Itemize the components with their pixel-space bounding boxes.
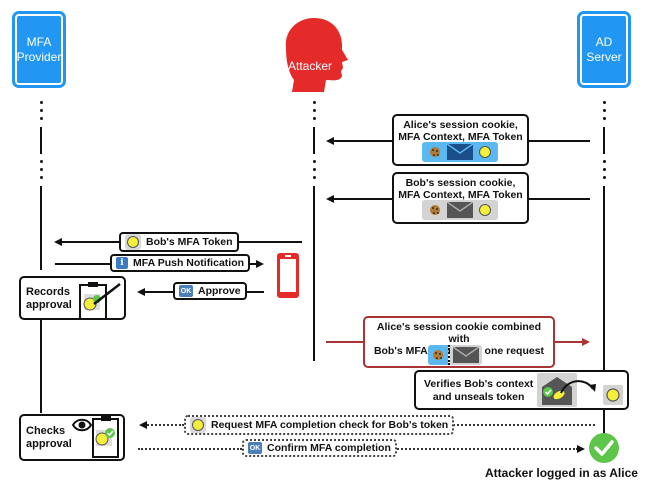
success-check-icon — [588, 432, 620, 469]
arrowhead-left — [139, 421, 147, 429]
arrow-line — [55, 263, 111, 265]
bob-bundle-line1: Bob's session cookie, — [405, 177, 516, 189]
dotted-arrow-line — [138, 448, 242, 450]
cookie-icon — [426, 142, 444, 162]
info-icon: i — [116, 257, 128, 269]
eye-icon — [71, 418, 93, 437]
verify-line1: Verifies Bob's context — [424, 378, 534, 390]
records-approval-note — [19, 276, 126, 320]
checks-line2: approval — [26, 438, 72, 450]
alice-bundle-line2: MFA Context, MFA Token — [398, 131, 523, 143]
token-coin-icon — [479, 204, 491, 216]
request-check-message: Request MFA completion check for Bob's t… — [184, 415, 455, 435]
arrow-line — [326, 341, 364, 343]
arrow-line — [58, 241, 120, 243]
arrowhead-right — [582, 338, 590, 346]
token-coin-icon — [479, 146, 491, 158]
clipboard-check-icon — [91, 414, 121, 465]
lifeline-dots — [603, 101, 606, 125]
dotted-arrow-line — [386, 448, 578, 450]
attacker-lifeline — [313, 127, 315, 154]
ok-icon: OK — [248, 442, 262, 454]
arrow-line — [224, 241, 302, 243]
arrow-line — [234, 291, 264, 293]
arrowhead-right — [256, 260, 264, 268]
records-line1: Records — [26, 286, 71, 298]
mfa-lifeline — [40, 127, 42, 154]
alice-bundle-line1: Alice's session cookie, — [403, 119, 518, 131]
attacker-label: Attacker — [288, 59, 333, 73]
envelope-icon — [447, 144, 473, 160]
lifeline-dots — [313, 160, 316, 184]
request-check-label: Request MFA completion check for Bob's t… — [211, 419, 449, 431]
bob-credentials-strip — [422, 200, 498, 220]
ad-lifeline — [603, 186, 605, 370]
arrowhead-left — [54, 238, 62, 246]
attacker-head-icon — [285, 18, 348, 92]
bob-mfa-token-label: Bob's MFA Token — [146, 236, 233, 248]
checks-line1: Checks — [26, 425, 66, 437]
arrowhead-right — [577, 445, 585, 453]
attacker-lifeline — [313, 186, 315, 361]
clipboard-pen-icon — [78, 280, 123, 325]
combined-line1: Alice's session cookie combined with — [376, 321, 542, 345]
approve-message: OK Approve — [173, 282, 247, 300]
ad-lifeline — [603, 127, 605, 154]
arrow-line — [528, 198, 590, 200]
phone-icon — [277, 253, 299, 298]
bob-mfa-token-message: Bob's MFA Token — [119, 232, 239, 252]
ad-lifeline — [603, 408, 605, 436]
push-notification-label: MFA Push Notification — [133, 257, 245, 269]
lifeline-dots — [40, 101, 43, 125]
final-result-text: Attacker logged in as Alice — [485, 466, 638, 480]
dotted-arrow-line — [144, 424, 184, 426]
arrow-line — [554, 341, 584, 343]
mfa-provider-label-line1: MFA — [26, 34, 52, 49]
confirm-completion-message: OK Confirm MFA completion — [242, 439, 397, 457]
ok-icon: OK — [179, 285, 193, 297]
arrowhead-left — [326, 137, 334, 145]
token-coin-icon — [192, 419, 204, 431]
mfa-provider-label-line2: Provider — [16, 49, 62, 64]
combined-credentials-strip — [428, 345, 482, 365]
envelope-icon — [453, 347, 479, 363]
arrow-line — [330, 198, 392, 200]
bob-bundle-line2: MFA Context, MFA Token — [398, 189, 523, 201]
token-coin-icon — [127, 236, 139, 248]
cookie-icon — [426, 200, 444, 220]
ad-server-label-line1: AD — [595, 34, 613, 49]
approve-label: Approve — [198, 285, 241, 297]
bob-bundle-message: Bob's session cookie, MFA Context, MFA T… — [392, 172, 529, 224]
confirm-completion-label: Confirm MFA completion — [267, 442, 391, 454]
arrowhead-left — [326, 195, 334, 203]
lifeline-dots — [40, 160, 43, 184]
actor-attacker: Attacker — [278, 14, 350, 92]
lifeline-dots — [313, 101, 316, 125]
ad-server-label-line2: Server — [586, 49, 622, 64]
arrowhead-left — [137, 288, 145, 296]
verify-line2: and unseals token — [432, 391, 525, 403]
mfa-lifeline — [40, 318, 42, 413]
verify-context-note — [414, 370, 629, 410]
cookie-icon — [428, 345, 448, 365]
records-line2: approval — [26, 299, 72, 311]
unseal-envelope-icon — [537, 373, 627, 412]
mfa-lifeline — [40, 186, 42, 270]
alice-credentials-strip — [422, 142, 498, 162]
arrow-line — [528, 140, 590, 142]
envelope-icon — [447, 202, 473, 218]
lifeline-dots — [603, 160, 606, 184]
arrow-line — [330, 140, 392, 142]
dotted-arrow-line — [445, 424, 595, 426]
dotted-separator — [448, 345, 450, 365]
arrow-line — [142, 291, 174, 293]
push-notification-message: i MFA Push Notification — [110, 254, 251, 272]
